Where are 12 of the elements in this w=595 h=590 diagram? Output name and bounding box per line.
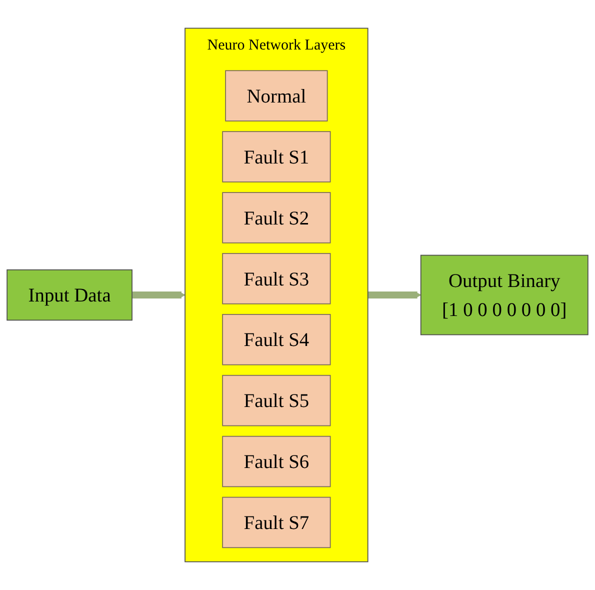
node-box: Fault S2 bbox=[222, 192, 331, 244]
node-box: Fault S7 bbox=[222, 496, 331, 548]
arrow bbox=[368, 291, 422, 299]
node-box: Output Binary [1 0 0 0 0 0 0 0] bbox=[420, 254, 588, 336]
node-box: Input Data bbox=[6, 269, 132, 321]
node-box: Fault S1 bbox=[222, 131, 331, 182]
node-box: Fault S5 bbox=[222, 374, 331, 426]
arrow bbox=[132, 291, 186, 299]
node-box: Normal bbox=[225, 70, 328, 122]
node-box: Fault S4 bbox=[222, 314, 331, 366]
node-box: Fault S6 bbox=[222, 436, 331, 488]
node-box: Fault S3 bbox=[222, 253, 331, 304]
